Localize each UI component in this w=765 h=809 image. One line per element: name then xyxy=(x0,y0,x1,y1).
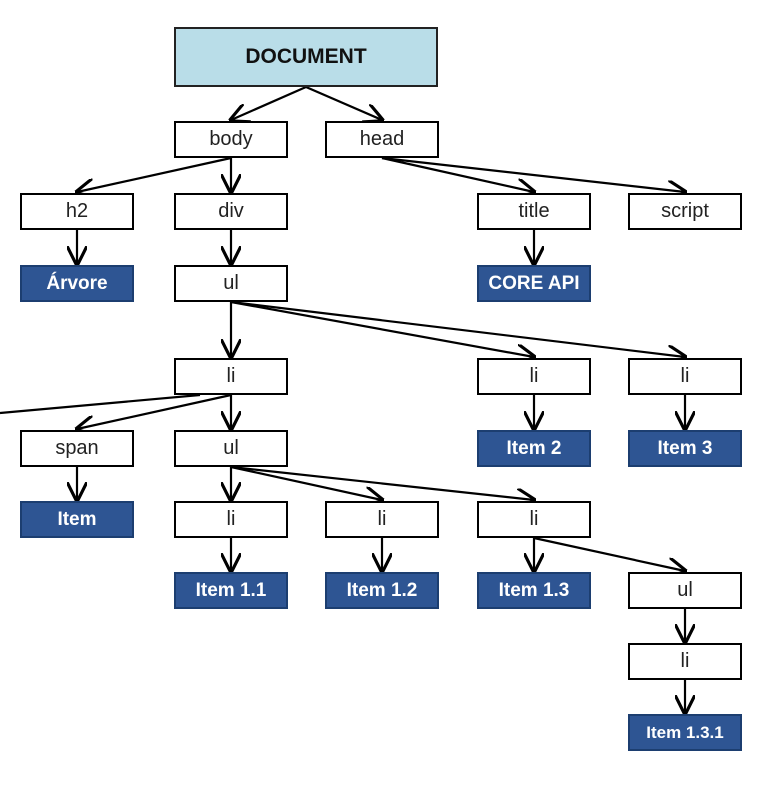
edge-body-to-h2 xyxy=(77,156,232,192)
node-title: title xyxy=(477,193,591,230)
edge-ul-1-to-li-1-2 xyxy=(230,465,382,500)
text-node-core-api: CORE API xyxy=(477,265,591,302)
node-li-1-1: li xyxy=(174,501,288,538)
edge-ul-main-to-li-2 xyxy=(230,300,534,357)
node-document: DOCUMENT xyxy=(174,27,438,87)
node-li-1-3: li xyxy=(477,501,591,538)
node-li-2: li xyxy=(477,358,591,395)
node-li-1: li xyxy=(174,358,288,395)
node-div: div xyxy=(174,193,288,230)
node-script: script xyxy=(628,193,742,230)
text-node-item-1-1: Item 1.1 xyxy=(174,572,288,609)
text-node-item: Item xyxy=(20,501,134,538)
node-li-3: li xyxy=(628,358,742,395)
edge-li-1-3-to-ul-1-3 xyxy=(533,536,685,571)
node-body: body xyxy=(174,121,288,158)
edge-head-to-script xyxy=(381,156,685,192)
edge-head-to-title xyxy=(381,156,534,192)
edge-document-to-head xyxy=(305,85,382,120)
node-h2: h2 xyxy=(20,193,134,230)
text-node-item-1-3: Item 1.3 xyxy=(477,572,591,609)
offscreen-edge xyxy=(0,393,201,415)
text-node-item-1-3-1: Item 1.3.1 xyxy=(628,714,742,751)
edge-document-to-body xyxy=(231,85,307,120)
text-node-item-1-2: Item 1.2 xyxy=(325,572,439,609)
text-node-item-3: Item 3 xyxy=(628,430,742,467)
node-li-1-2: li xyxy=(325,501,439,538)
node-head: head xyxy=(325,121,439,158)
edge-li-1-to-span xyxy=(77,393,232,429)
text-node-item-2: Item 2 xyxy=(477,430,591,467)
text-node-arvore: Árvore xyxy=(20,265,134,302)
node-ul-main: ul xyxy=(174,265,288,302)
edge-ul-main-to-li-3 xyxy=(230,300,685,357)
node-span: span xyxy=(20,430,134,467)
node-ul-1-3: ul xyxy=(628,572,742,609)
edge-ul-1-to-li-1-3 xyxy=(230,465,534,500)
node-li-1-3-1: li xyxy=(628,643,742,680)
node-ul-1: ul xyxy=(174,430,288,467)
